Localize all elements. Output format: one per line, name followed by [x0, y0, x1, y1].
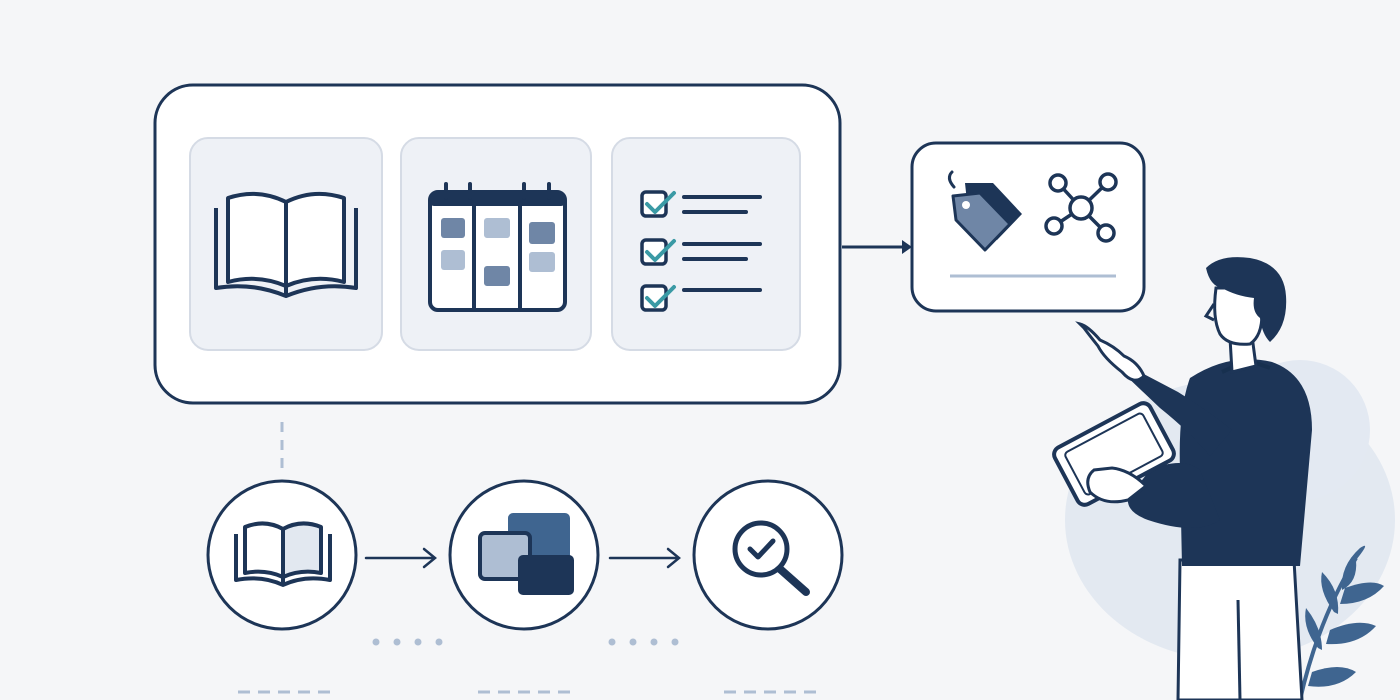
price-tags-icon: [947, 170, 1022, 252]
person-with-tablet-icon: [1052, 257, 1312, 700]
flow-step-book[interactable]: [206, 479, 358, 631]
stacked-windows-icon: [478, 513, 574, 595]
magnifier-check-icon: [732, 520, 810, 596]
side-card[interactable]: [910, 141, 1146, 313]
flow-arrow-1: [364, 547, 437, 569]
panel-tile-calendar[interactable]: [400, 137, 592, 351]
network-nodes-icon: [1044, 172, 1118, 243]
panel-tile-checklist[interactable]: [611, 137, 801, 351]
calendar-board-icon: [428, 182, 567, 312]
open-book-icon: [234, 521, 332, 587]
open-book-icon: [214, 191, 358, 298]
flow-arrow-2: [608, 547, 681, 569]
flow-step-windows[interactable]: [448, 479, 600, 631]
checklist-icon: [640, 190, 762, 312]
flow-step-magnifier[interactable]: [692, 479, 844, 631]
plant-leaves-icon: [1298, 545, 1384, 700]
dotted-decoration: [372, 638, 679, 646]
panel-tile-book[interactable]: [189, 137, 383, 351]
panel-connector: [842, 240, 912, 254]
